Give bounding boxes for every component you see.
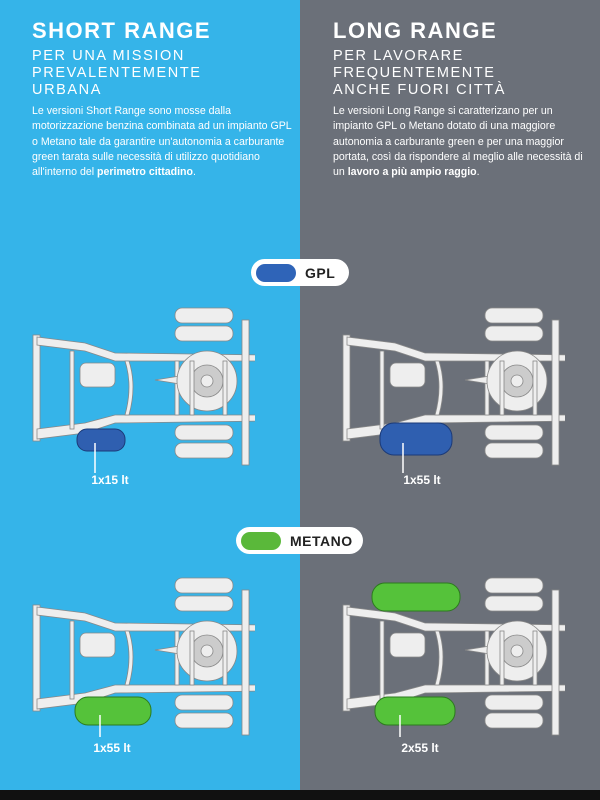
metano-tank-icon [374,696,456,726]
short-range-subtitle: PER UNA MISSION PREVALENTEMENTE URBANA [32,48,292,99]
subtitle-line: PREVALENTEMENTE [32,65,202,81]
subtitle-line: PER UNA MISSION [32,48,185,64]
short-range-panel: SHORT RANGE PER UNA MISSION PREVALENTEME… [0,0,300,790]
gpl-tank-icon [379,422,453,456]
metano-tank-icon [371,582,461,612]
description-end: . [193,166,196,179]
description-text: Le versioni Short Range sono mosse dalla… [32,105,292,179]
long-range-description: Le versioni Long Range si caratterizano … [333,104,593,180]
chassis-metano-short [32,577,255,737]
gpl-swatch [256,263,296,282]
bottom-strip [0,790,600,800]
description-bold: lavoro a più ampio raggio [347,166,477,179]
metano-long-capacity: 2x55 lt [401,741,439,755]
subtitle-line: PER LAVORARE [333,48,464,64]
metano-swatch [241,531,281,550]
description-end: . [476,166,480,179]
metano-short-capacity: 1x55 lt [93,741,131,755]
short-range-description: Le versioni Short Range sono mosse dalla… [32,104,292,180]
long-range-title: LONG RANGE [333,18,498,43]
long-range-subtitle: PER LAVORARE FREQUENTEMENTE ANCHE FUORI … [333,48,593,99]
short-range-title: SHORT RANGE [32,18,212,43]
gpl-badge: GPL [251,259,349,286]
chassis-gpl-long [342,307,565,473]
gpl-short-capacity: 1x15 lt [91,473,129,487]
subtitle-line: FREQUENTEMENTE [333,65,496,81]
chassis-metano-long [342,577,565,737]
metano-label: METANO [290,532,353,549]
chassis-gpl-short [32,307,255,473]
metano-badge: METANO [236,527,363,554]
gpl-label: GPL [305,264,336,281]
gpl-tank-icon [76,428,126,452]
long-range-panel: LONG RANGE PER LAVORARE FREQUENTEMENTE A… [300,0,600,790]
description-text: Le versioni Long Range si caratterizano … [333,105,583,179]
subtitle-line: ANCHE FUORI CITTÀ [333,82,507,98]
subtitle-line: URBANA [32,82,103,98]
description-bold: perimetro cittadino [97,166,193,179]
metano-tank-icon [74,696,152,726]
gpl-long-capacity: 1x55 lt [403,473,441,487]
